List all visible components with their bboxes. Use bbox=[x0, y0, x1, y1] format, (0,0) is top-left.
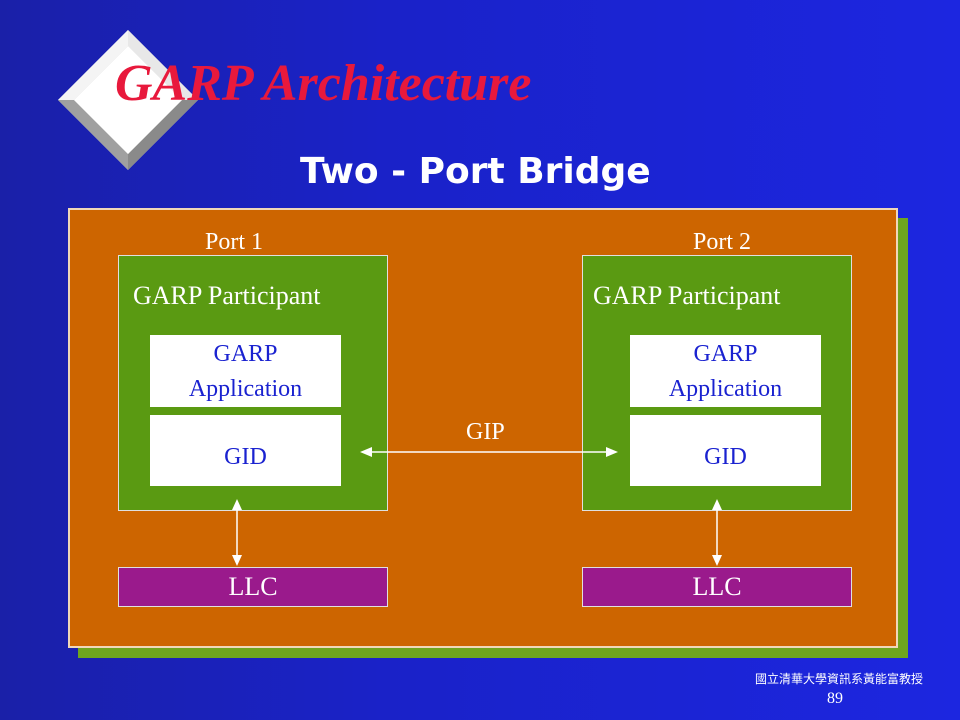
page-number: 89 bbox=[827, 690, 843, 707]
port-2-llc-box: LLC bbox=[582, 567, 852, 607]
diamond-bullet-icon bbox=[58, 30, 198, 170]
footer-attribution: 國立清華大學資訊系黃能富教授 bbox=[755, 672, 924, 686]
port-1-application-line1: GARP bbox=[213, 341, 278, 367]
port-2-participant-label: GARP Participant bbox=[593, 281, 781, 310]
port-1-llc-box: LLC bbox=[118, 567, 388, 607]
port-1-label: Port 1 bbox=[205, 229, 264, 255]
port-2-label: Port 2 bbox=[693, 229, 752, 255]
slide-subtitle: Two - Port Bridge bbox=[300, 151, 651, 192]
slide-title: GARP Architecture bbox=[115, 55, 532, 112]
port-2-application-line2: Application bbox=[668, 375, 783, 402]
port-2-application-line1: GARP bbox=[693, 341, 758, 367]
port-2-gid-box: GID bbox=[630, 415, 821, 486]
port-1-application-line2: Application bbox=[188, 375, 303, 402]
port-1-gid-box: GID bbox=[150, 415, 341, 486]
port-1-participant-label: GARP Participant bbox=[133, 281, 321, 310]
port-2-application-box: GARP Application bbox=[630, 335, 821, 407]
port-1-application-box: GARP Application bbox=[150, 335, 341, 407]
gip-label: GIP bbox=[466, 419, 505, 445]
